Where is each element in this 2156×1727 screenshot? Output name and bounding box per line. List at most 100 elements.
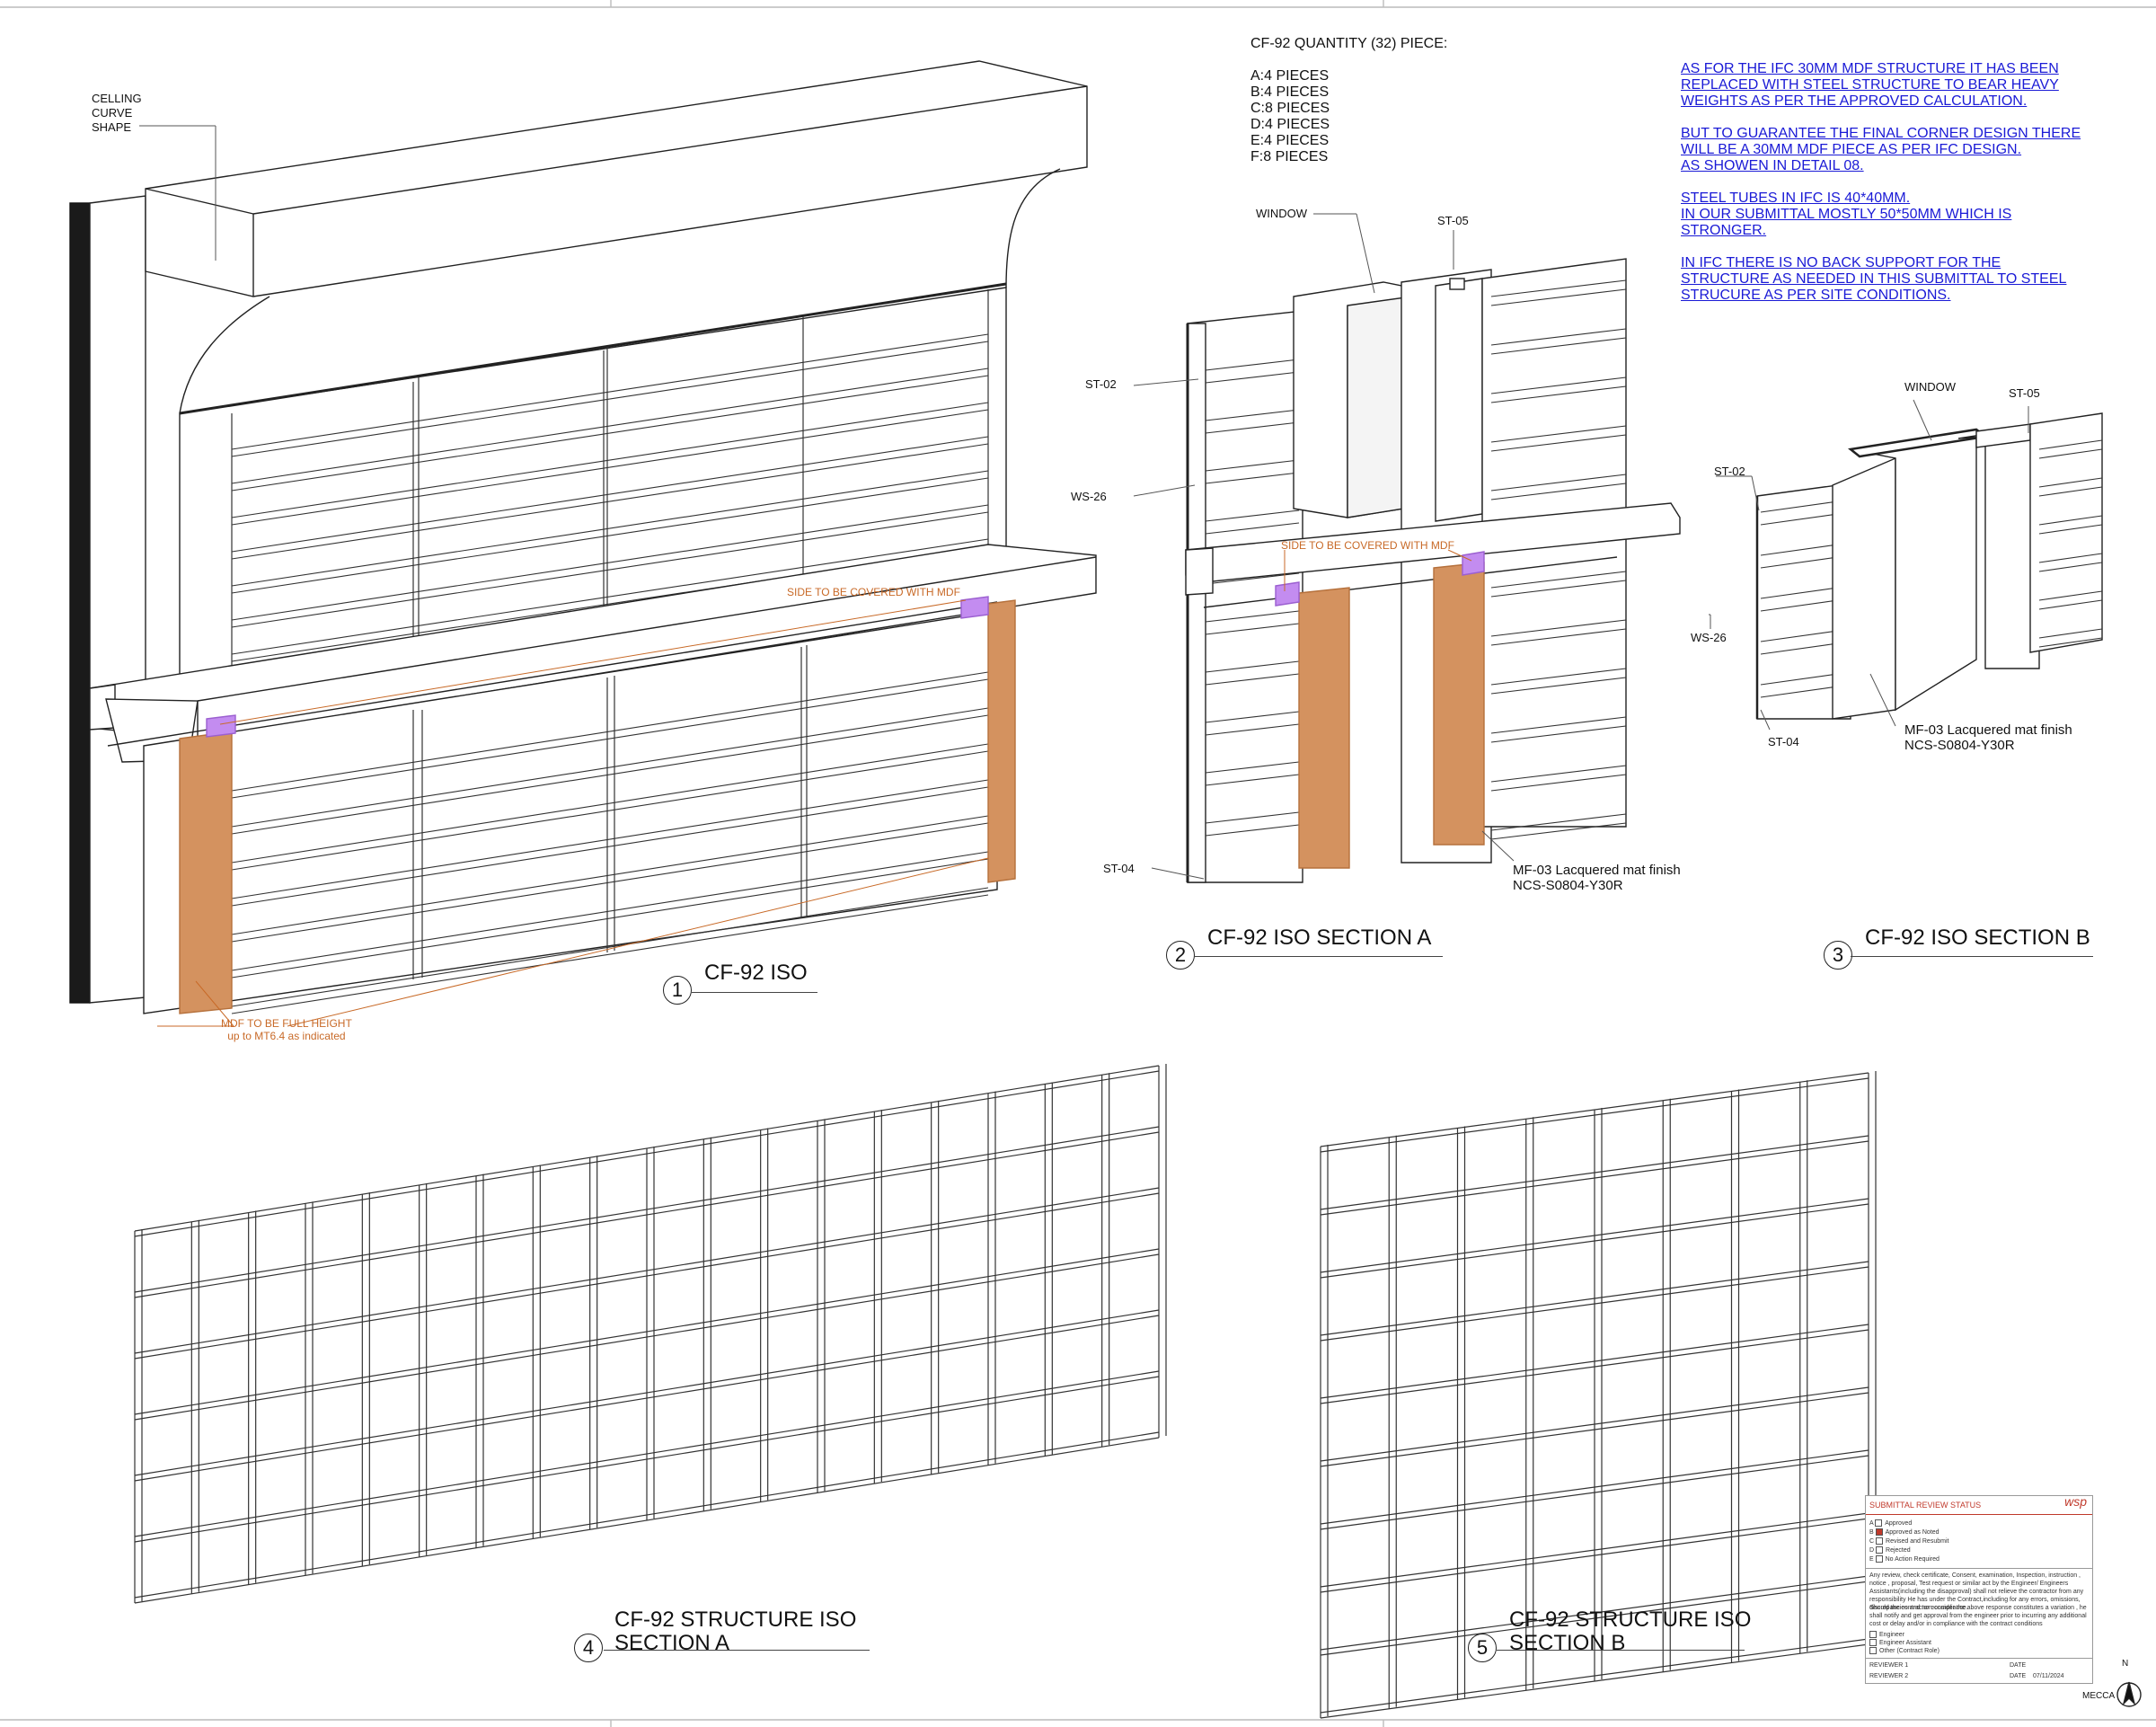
shelf-line xyxy=(1490,376,1627,394)
shelf-line xyxy=(2038,599,2103,610)
shelf-line xyxy=(2038,439,2103,450)
blue-note-line: BUT TO GUARANTEE THE FINAL CORNER DESIGN… xyxy=(1681,126,2081,141)
view1-side-note: SIDE TO BE COVERED WITH MDF xyxy=(787,586,960,598)
reviewer-2-date-label: DATE xyxy=(2010,1673,2027,1679)
blue-note-1: AS FOR THE IFC 30MM MDF STRUCTURE IT HAS… xyxy=(1681,61,2059,110)
shelf-line xyxy=(2038,637,2103,648)
shelf-line xyxy=(1205,509,1300,522)
shelf-line xyxy=(1490,288,1627,306)
shelf-line xyxy=(1490,474,1627,492)
role-engineer-assistant[interactable]: Engineer Assistant xyxy=(1869,1639,1931,1647)
review-option-a[interactable]: A Approved xyxy=(1869,1519,1912,1528)
shelf-line xyxy=(1205,774,1300,786)
mdf-note-line: up to MT6.4 as indicated xyxy=(227,1030,346,1042)
quantity-title: CF-92 QUANTITY (32) PIECE: xyxy=(1250,36,1448,51)
role-other[interactable]: Other (Contract Role) xyxy=(1869,1647,1940,1655)
checkbox-icon xyxy=(1876,1546,1884,1554)
shelf-line xyxy=(231,750,989,871)
ceiling-note-line: CURVE xyxy=(92,106,133,120)
project-label: MECCA xyxy=(2082,1691,2116,1701)
view2-window-label: WINDOW xyxy=(1256,207,1308,220)
wsp-logo: wsp xyxy=(2064,1494,2087,1509)
review-option-d[interactable]: D Rejected xyxy=(1869,1546,1911,1554)
shelf-line xyxy=(1205,761,1300,774)
shelf-line xyxy=(1205,660,1300,673)
ceiling-note-line: SHAPE xyxy=(92,120,132,134)
shelf-line xyxy=(231,470,989,587)
view3-st04-label: ST-04 xyxy=(1768,735,1799,748)
shelf-line xyxy=(1490,483,1627,500)
shelf-line xyxy=(231,671,989,792)
shelf-line xyxy=(1490,425,1627,443)
review-date: 07/11/2024 xyxy=(2033,1673,2064,1679)
shelf-line xyxy=(231,714,989,835)
shelf-line xyxy=(1490,279,1627,297)
view5-drawing xyxy=(1320,1071,1877,1719)
view5-title-line: CF-92 STRUCTURE ISO xyxy=(1509,1607,1752,1632)
shelf-line xyxy=(231,341,989,457)
finish-line: NCS-S0804-Y30R xyxy=(1513,878,1623,893)
view4-title-underline xyxy=(604,1650,870,1651)
shelf-line xyxy=(231,894,989,1014)
view3-st02-label: ST-02 xyxy=(1714,465,1745,478)
shelf-line xyxy=(231,409,989,526)
shelf-line xyxy=(231,815,989,935)
view2-ws26-label: WS-26 xyxy=(1071,490,1107,503)
review-option-b[interactable]: B Approved as Noted xyxy=(1869,1528,1940,1537)
role-engineer[interactable]: Engineer xyxy=(1869,1631,1904,1639)
blue-note-2: BUT TO GUARANTEE THE FINAL CORNER DESIGN… xyxy=(1681,126,2081,174)
shelf-line xyxy=(1490,328,1627,346)
view2-st04-label: ST-04 xyxy=(1103,862,1135,875)
view3-ws26-label: WS-26 xyxy=(1691,631,1727,644)
shelf-line xyxy=(2038,553,2103,563)
shelf-line xyxy=(2038,486,2103,497)
shelf-line xyxy=(1205,522,1300,535)
shelf-line xyxy=(231,375,989,492)
blue-note-line: AS SHOWEN IN DETAIL 08. xyxy=(1681,158,1864,173)
shelf-line xyxy=(1205,711,1300,723)
view2-st02-label: ST-02 xyxy=(1085,377,1117,391)
shelf-line xyxy=(231,333,989,450)
shelf-line xyxy=(1205,610,1300,623)
view2-st05-label: ST-05 xyxy=(1437,214,1469,227)
shelf-line xyxy=(231,477,989,594)
submittal-review-stamp: SUBMITTAL REVIEW STATUS wsp A Approved B… xyxy=(1865,1495,2093,1684)
option-label: No Action Required xyxy=(1885,1556,1940,1563)
shelf-line xyxy=(231,822,989,943)
shelf-line xyxy=(1490,725,1627,743)
view1-drawing xyxy=(69,60,1097,1027)
view4-drawing xyxy=(134,1064,1167,1604)
option-label: Rejected xyxy=(1886,1547,1911,1554)
checkbox-icon xyxy=(1875,1555,1883,1563)
shelf-line xyxy=(1205,572,1300,585)
view3-title: CF-92 ISO SECTION B xyxy=(1865,925,2090,950)
view3-window-label: WINDOW xyxy=(1904,380,1957,394)
shelf-line xyxy=(2038,590,2103,601)
review-option-c[interactable]: C Revised and Resubmit xyxy=(1869,1537,1948,1545)
mdf-note-line: MDF TO BE FULL HEIGHT xyxy=(221,1017,352,1030)
view2-drawing xyxy=(1133,213,1681,883)
review-option-e[interactable]: E No Action Required xyxy=(1869,1555,1940,1563)
review-divider xyxy=(1866,1568,2092,1569)
role-label: Engineer Assistant xyxy=(1879,1640,1931,1646)
view3-drawing xyxy=(1709,399,2103,731)
blue-note-line: STRUCTURE AS NEEDED IN THIS SUBMITTAL TO… xyxy=(1681,271,2067,287)
checkbox-icon xyxy=(1869,1639,1877,1647)
shelf-line xyxy=(231,368,989,484)
finish-line: MF-03 Lacquered mat finish xyxy=(1513,863,1681,878)
quantity-item: E:4 PIECES xyxy=(1250,133,1330,148)
view1-number: 1 xyxy=(663,976,692,1005)
reviewer-1-date-label: DATE xyxy=(2010,1662,2027,1669)
option-code: D xyxy=(1869,1547,1875,1554)
shelf-line xyxy=(231,504,989,621)
view3-finish: MF-03 Lacquered mat finish NCS-S0804-Y30… xyxy=(1904,722,2072,753)
review-title: SUBMITTAL REVIEW STATUS xyxy=(1869,1501,1982,1510)
option-label: Revised and Resubmit xyxy=(1886,1538,1949,1545)
quantity-item: F:8 PIECES xyxy=(1250,149,1329,164)
shelf-line xyxy=(231,511,989,628)
view1-title: CF-92 ISO xyxy=(704,961,808,985)
checkbox-icon xyxy=(1869,1631,1877,1639)
blue-note-line: IN OUR SUBMITTAL MOSTLY 50*50MM WHICH IS xyxy=(1681,207,2012,222)
review-disclaimer-2: Should the contractor consider the above… xyxy=(1869,1605,2087,1627)
shelf-line xyxy=(1490,716,1627,734)
